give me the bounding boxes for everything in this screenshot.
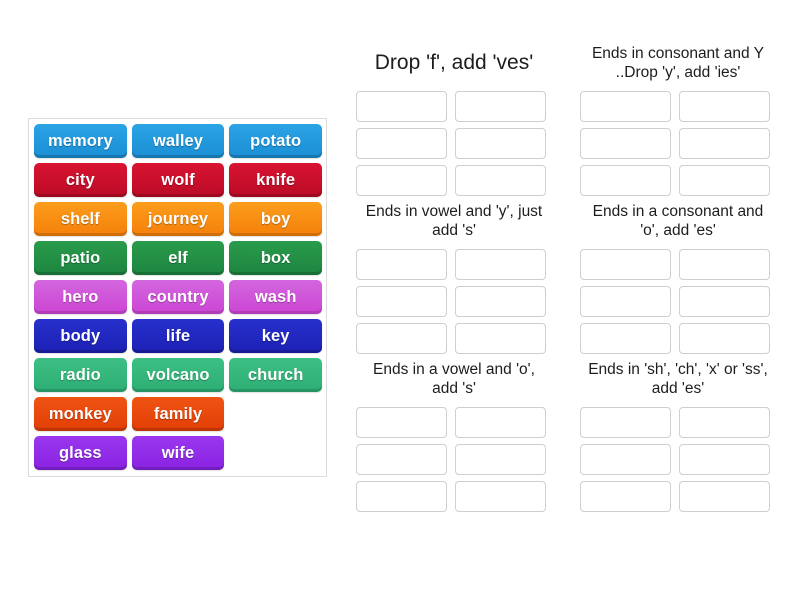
category-title: Ends in vowel and 'y', just add 's': [365, 202, 543, 239]
category-column: Ends in vowel and 'y', just add 's': [356, 200, 552, 354]
drop-slot[interactable]: [356, 249, 447, 280]
word-tile-placeholder: [229, 397, 322, 431]
category-slot-grid: [356, 407, 552, 512]
drop-slot[interactable]: [356, 444, 447, 475]
category-column: Ends in 'sh', 'ch', 'x' or 'ss', add 'es…: [580, 358, 776, 512]
drop-slot[interactable]: [455, 165, 546, 196]
category-slot-grid: [580, 249, 776, 354]
category-title: Ends in a vowel and 'o', add 's': [373, 360, 535, 397]
word-tile[interactable]: key: [229, 319, 323, 353]
word-tile[interactable]: glass: [34, 436, 127, 470]
category-title: Ends in consonant and Y ..Drop 'y', add …: [591, 44, 765, 81]
category-column: Ends in a consonant and 'o', add 'es': [580, 200, 776, 354]
word-tile[interactable]: journey: [131, 202, 225, 236]
drop-slot[interactable]: [455, 444, 546, 475]
drop-slot[interactable]: [580, 323, 671, 354]
drop-slot[interactable]: [356, 286, 447, 317]
drop-slot[interactable]: [455, 407, 546, 438]
drop-slot[interactable]: [580, 407, 671, 438]
drop-slot[interactable]: [580, 444, 671, 475]
word-tile[interactable]: wash: [229, 280, 323, 314]
word-tile[interactable]: volcano: [131, 358, 225, 392]
category-group-container: Drop 'f', add 'ves' Ends in consonant and…: [356, 42, 776, 512]
drop-slot[interactable]: [580, 128, 671, 159]
word-tile[interactable]: box: [229, 241, 323, 275]
word-tile[interactable]: country: [131, 280, 225, 314]
category-column: Drop 'f', add 'ves': [356, 42, 552, 196]
drop-slot[interactable]: [455, 249, 546, 280]
word-tile[interactable]: life: [131, 319, 225, 353]
drop-slot[interactable]: [679, 249, 770, 280]
drop-slot[interactable]: [679, 481, 770, 512]
category-title: Ends in a consonant and 'o', add 'es': [592, 202, 764, 239]
drop-slot[interactable]: [679, 407, 770, 438]
word-tile[interactable]: church: [229, 358, 323, 392]
drop-slot[interactable]: [356, 481, 447, 512]
drop-slot[interactable]: [679, 91, 770, 122]
word-tile[interactable]: patio: [34, 241, 127, 275]
drop-slot[interactable]: [455, 91, 546, 122]
drop-slot[interactable]: [455, 286, 546, 317]
drop-slot[interactable]: [356, 128, 447, 159]
drop-slot[interactable]: [580, 481, 671, 512]
drop-slot[interactable]: [679, 165, 770, 196]
word-tile[interactable]: city: [34, 163, 127, 197]
word-tile[interactable]: potato: [229, 124, 323, 158]
drop-slot[interactable]: [455, 128, 546, 159]
drop-slot[interactable]: [356, 407, 447, 438]
drop-slot[interactable]: [356, 91, 447, 122]
category-slot-grid: [356, 249, 552, 354]
drop-slot[interactable]: [679, 128, 770, 159]
word-tile-placeholder: [229, 436, 322, 470]
word-tile[interactable]: wolf: [131, 163, 225, 197]
word-tile[interactable]: shelf: [34, 202, 127, 236]
drop-slot[interactable]: [679, 323, 770, 354]
word-tile[interactable]: walley: [131, 124, 225, 158]
category-slot-grid: [580, 91, 776, 196]
word-tile[interactable]: monkey: [34, 397, 127, 431]
word-tile[interactable]: memory: [34, 124, 127, 158]
drop-slot[interactable]: [356, 323, 447, 354]
category-slot-grid: [356, 91, 552, 196]
word-tile[interactable]: boy: [229, 202, 323, 236]
drop-slot[interactable]: [679, 444, 770, 475]
word-tile[interactable]: body: [34, 319, 127, 353]
drop-slot[interactable]: [580, 165, 671, 196]
drop-slot[interactable]: [580, 249, 671, 280]
drop-slot[interactable]: [356, 165, 447, 196]
word-tile[interactable]: elf: [131, 241, 225, 275]
category-title: Ends in 'sh', 'ch', 'x' or 'ss', add 'es…: [588, 360, 768, 397]
drop-slot[interactable]: [455, 481, 546, 512]
word-tile[interactable]: knife: [229, 163, 323, 197]
word-tile[interactable]: wife: [131, 436, 225, 470]
drop-slot[interactable]: [679, 286, 770, 317]
word-tile[interactable]: radio: [34, 358, 127, 392]
category-title: Drop 'f', add 'ves': [374, 50, 534, 74]
drop-slot[interactable]: [455, 323, 546, 354]
word-tile[interactable]: family: [131, 397, 225, 431]
category-column: Ends in a vowel and 'o', add 's': [356, 358, 552, 512]
drop-slot[interactable]: [580, 91, 671, 122]
word-tile[interactable]: hero: [34, 280, 127, 314]
category-slot-grid: [580, 407, 776, 512]
drop-slot[interactable]: [580, 286, 671, 317]
category-column: Ends in consonant and Y ..Drop 'y', add …: [580, 42, 776, 196]
